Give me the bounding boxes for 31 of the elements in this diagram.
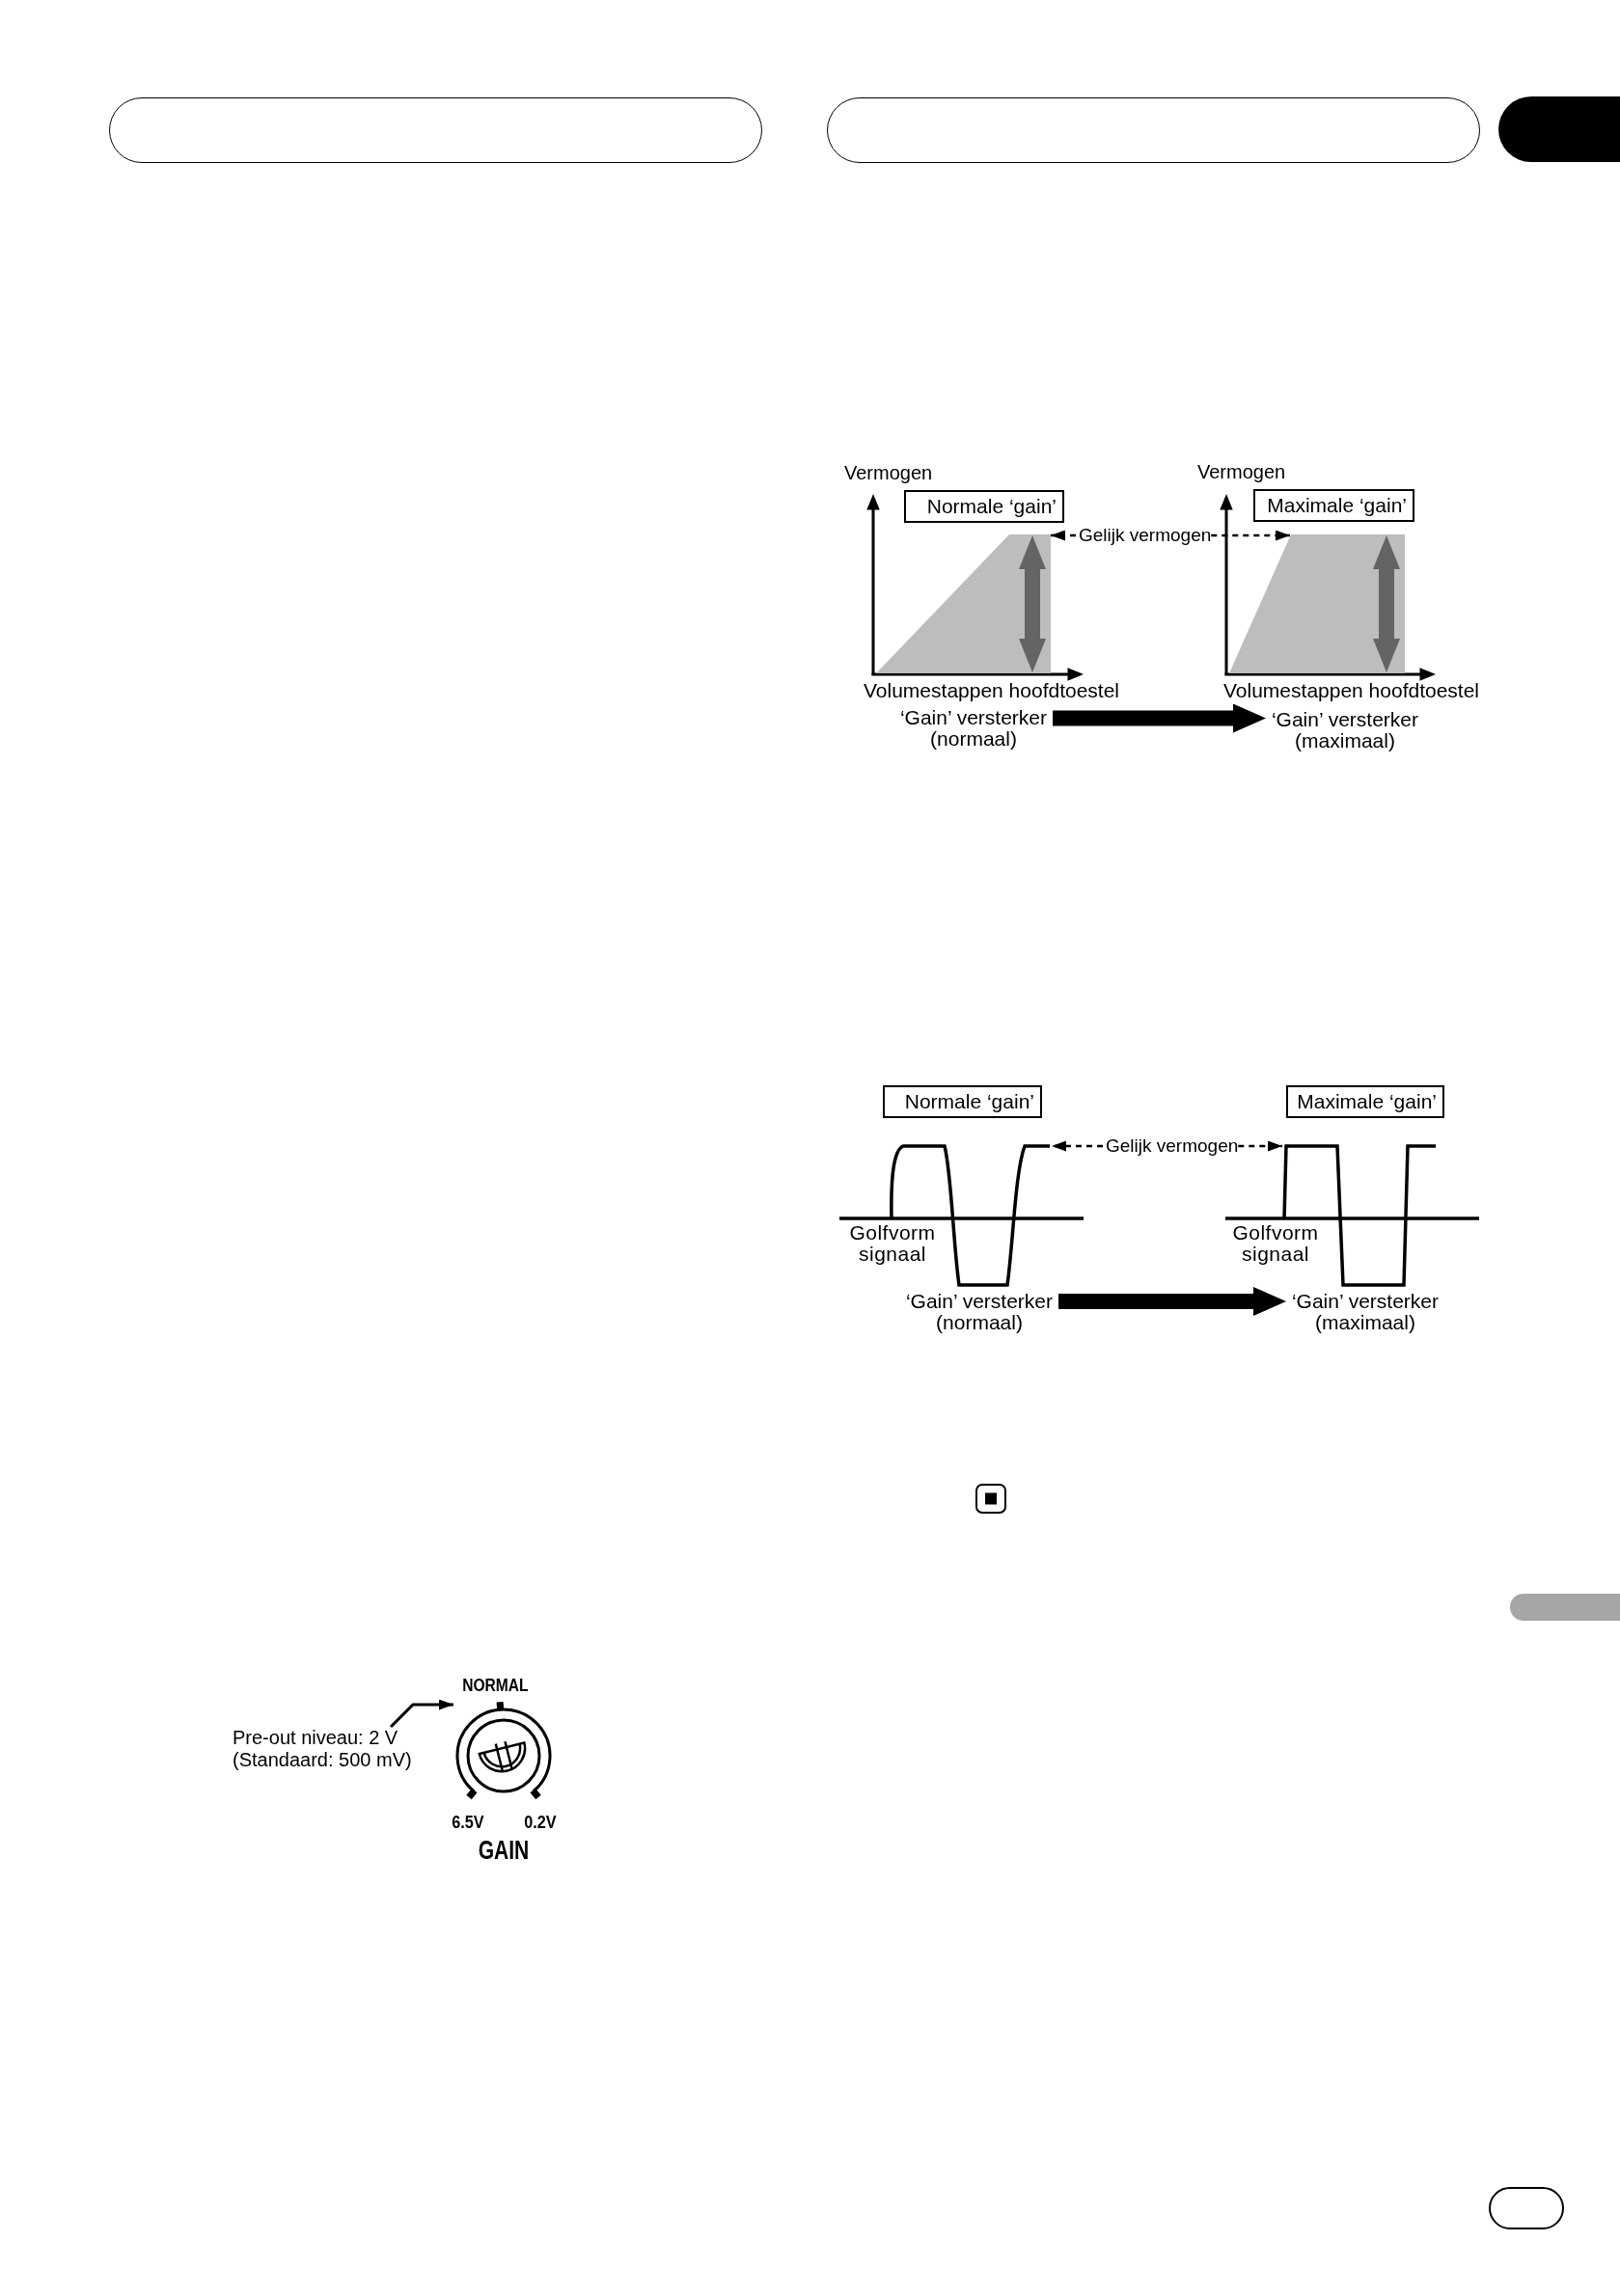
gain-mode-box: Normale ‘gain’: [904, 490, 1064, 523]
annotation-text: Gelijk vermogen: [1103, 1135, 1239, 1156]
block-arrow: [1058, 1287, 1286, 1316]
axis-label: Vermogen: [1197, 460, 1286, 483]
amplifier-gain-label: ‘Gain’ versterker (normaal): [894, 707, 1053, 750]
dial-label: NORMAL: [462, 1676, 526, 1695]
chapter-tab: [1498, 96, 1620, 162]
axis-label: Volumestappen hoofdtoestel: [1223, 679, 1480, 702]
shaded-area: [1229, 534, 1405, 673]
amplifier-gain-label: ‘Gain’ versterker (maximaal): [1266, 709, 1424, 752]
dashed-arrow: [1051, 530, 1076, 541]
amplifier-gain-label: ‘Gain’ versterker (maximaal): [1286, 1291, 1444, 1333]
callout-text: Pre-out niveau: 2 V (Standaard: 500 mV): [233, 1727, 418, 1771]
gain-mode-box: Maximale ‘gain’: [1286, 1085, 1444, 1118]
dashed-arrow: [1052, 1140, 1103, 1152]
section-tab: [1510, 1594, 1620, 1621]
dashed-arrow: [1211, 530, 1290, 541]
axis-label: Volumestappen hoofdtoestel: [864, 679, 1120, 702]
amplifier-gain-label: ‘Gain’ versterker (normaal): [900, 1291, 1058, 1333]
annotation-text: Gelijk vermogen: [1076, 525, 1212, 545]
leader-arrow: [389, 1699, 453, 1729]
waveform-label: Golfvorm signaal: [848, 1222, 937, 1265]
axis-label: Vermogen: [844, 461, 933, 484]
gain-mode-box: Normale ‘gain’: [883, 1085, 1042, 1118]
block-arrow: [1053, 703, 1266, 733]
waveform-label: Golfvorm signaal: [1231, 1222, 1320, 1265]
dashed-arrow: [1238, 1140, 1282, 1152]
dial-label: 0.2V: [523, 1813, 558, 1832]
dial-title: GAIN: [477, 1837, 531, 1864]
dial-label: 6.5V: [451, 1813, 485, 1832]
gain-mode-box: Maximale ‘gain’: [1253, 489, 1414, 522]
